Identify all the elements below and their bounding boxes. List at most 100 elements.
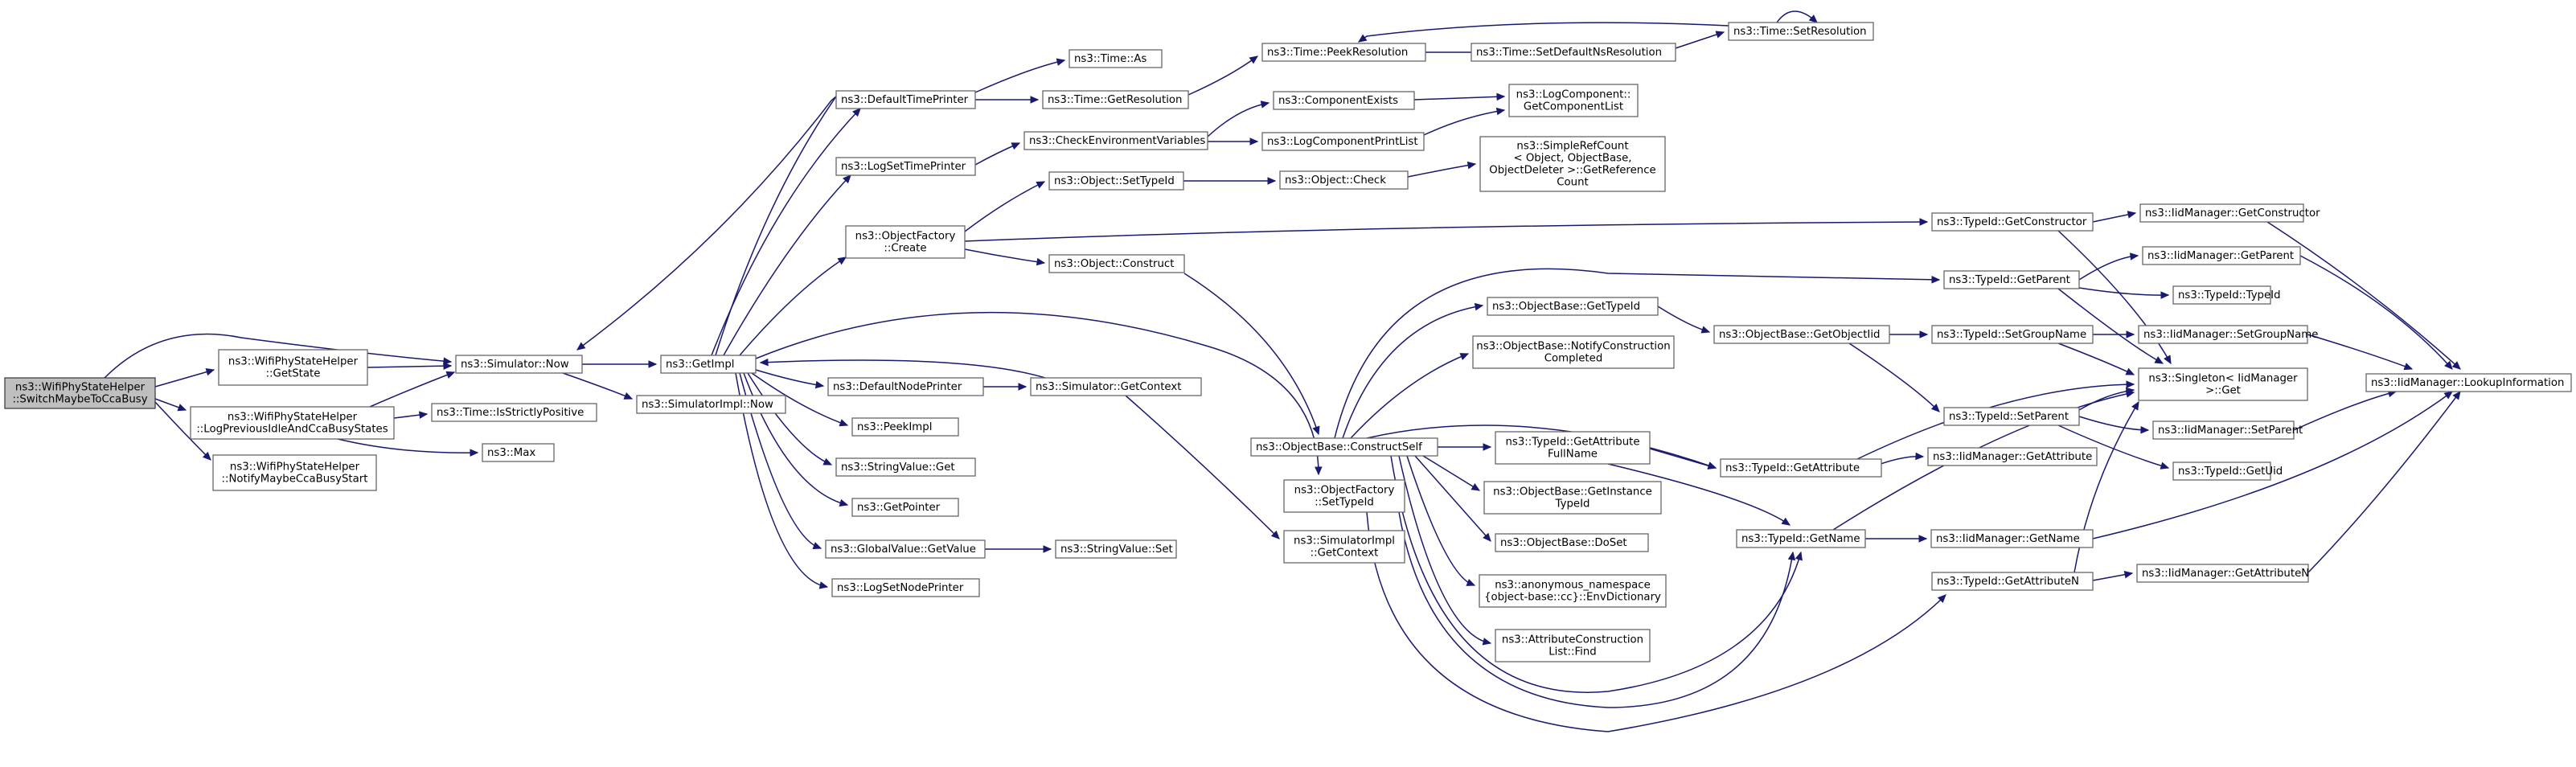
node-globalvalget[interactable]: ns3::GlobalValue::GetValue (825, 539, 986, 559)
node-box (1471, 43, 1676, 62)
arrowhead-iidsetgroupname-to-iidlookupinfo (2403, 363, 2414, 371)
node-box (2138, 325, 2308, 344)
node-peekimpl[interactable]: ns3::PeekImpl (851, 417, 959, 437)
node-box (1943, 407, 2080, 426)
node-box (1728, 22, 1874, 41)
node-objbasegettypeid[interactable]: ns3::ObjectBase::GetTypeId (1487, 297, 1659, 316)
node-box (1930, 529, 2094, 548)
node-typeidsetgroupname[interactable]: ns3::TypeId::SetGroupName (1931, 325, 2094, 344)
node-timegetres[interactable]: ns3::Time::GetResolution (1042, 90, 1189, 109)
node-checkenv[interactable]: ns3::CheckEnvironmentVariables (1023, 131, 1208, 150)
node-label: ns3::Object::Check (1285, 174, 1386, 187)
arrowhead-objbaseconstructself-to-envdict (1466, 579, 1476, 586)
node-objbasenotify[interactable]: ns3::ObjectBase::NotifyConstructionCompl… (1472, 335, 1675, 369)
edge-typeidsetparent-to-singletonget (2078, 389, 2135, 411)
node-notify[interactable]: ns3::WifiPhyStateHelper::NotifyMaybeCcaB… (212, 454, 377, 491)
node-label: ns3::TypeId::SetGroupName (1937, 329, 2086, 341)
node-box (1283, 479, 1405, 513)
node-label: ns3::TypeId::GetConstructor (1937, 216, 2087, 228)
arrowhead-checkenv-to-logcompprintlist (1249, 137, 1259, 146)
node-strictpos[interactable]: ns3::Time::IsStrictlyPositive (431, 403, 597, 422)
node-timesetres[interactable]: ns3::Time::SetResolution (1728, 22, 1874, 41)
arrowhead-timesetres-to-peekres (1357, 34, 1368, 43)
node-typeidgetconstructor[interactable]: ns3::TypeId::GetConstructor (1931, 212, 2094, 232)
edge-checkenv-to-compexists (1207, 102, 1270, 137)
node-typeidgetuid[interactable]: ns3::TypeId::GetUid (2172, 461, 2283, 481)
node-iidsetgroupname[interactable]: ns3::IidManager::SetGroupName (2138, 325, 2318, 344)
node-logsettimeprinter[interactable]: ns3::LogSetTimePrinter (835, 157, 976, 176)
node-getstate[interactable]: ns3::WifiPhyStateHelper::GetState (218, 349, 368, 386)
node-objfactsettypeid[interactable]: ns3::ObjectFactory::SetTypeId (1283, 479, 1405, 513)
node-typeidgetname[interactable]: ns3::TypeId::GetName (1736, 529, 1866, 548)
node-compexists[interactable]: ns3::ComponentExists (1273, 91, 1415, 110)
node-box (660, 355, 757, 374)
edge-typeidgetattrfullname-to-typeidgetname (1607, 463, 1790, 526)
edge-compexists-to-logcompgetlist (1413, 96, 1505, 100)
edge-iidgetname-to-iidlookupinfo (2092, 391, 2453, 539)
node-label: GetComponentList (1524, 101, 1623, 113)
node-simplerefcount[interactable]: ns3::SimpleRefCount< Object, ObjectBase,… (1479, 136, 1666, 192)
node-typeidtypeid[interactable]: ns3::TypeId::TypeId (2172, 285, 2281, 305)
edge-typeidsetparent-to-iidsetparent (2078, 416, 2149, 431)
node-iidgetattributen[interactable]: ns3::IidManager::GetAttributeN (2136, 564, 2309, 583)
node-max[interactable]: ns3::Max (482, 443, 555, 462)
node-peekres[interactable]: ns3::Time::PeekResolution (1261, 43, 1426, 62)
node-logcompprintlist[interactable]: ns3::LogComponentPrintList (1261, 132, 1425, 151)
node-objbasedoset[interactable]: ns3::ObjectBase::DoSet (1495, 533, 1649, 552)
node-iidlookupinfo[interactable]: ns3::IidManager::LookupInformation (2365, 373, 2572, 392)
arrowhead-deftimeprinter-to-timeas (1056, 58, 1066, 66)
edge-typeidsetparent-to-typeidgetuid (2057, 425, 2169, 469)
node-label: ns3::WifiPhyStateHelper (230, 461, 360, 474)
node-strvalget[interactable]: ns3::StringValue::Get (835, 457, 976, 477)
node-objbasegetobjectiid[interactable]: ns3::ObjectBase::GetObjectIid (1713, 325, 1890, 344)
edge-iidgetparent-to-iidlookupinfo (2299, 255, 2453, 370)
node-singletonget[interactable]: ns3::Singleton< IidManager>::Get (2138, 367, 2308, 401)
node-envdict[interactable]: ns3::anonymous_namespace{object-base::cc… (1479, 574, 1667, 608)
node-typeidsetparent[interactable]: ns3::TypeId::SetParent (1943, 407, 2080, 426)
node-box (4, 377, 156, 409)
node-simimplnow[interactable]: ns3::SimulatorImpl::Now (636, 395, 786, 414)
node-label: ns3::TypeId::GetAttributeN (1937, 576, 2079, 588)
node-typeidgetparent[interactable]: ns3::TypeId::GetParent (1943, 270, 2080, 289)
edge-simgetcontext-to-simimplgetcontext (1125, 395, 1280, 539)
node-getimpl[interactable]: ns3::GetImpl (660, 355, 757, 374)
node-iidgetattribute[interactable]: ns3::IidManager::GetAttribute (1927, 447, 2098, 466)
node-typeidgetattribute[interactable]: ns3::TypeId::GetAttribute (1720, 458, 1882, 478)
node-objsettypeid[interactable]: ns3::Object::SetTypeId (1048, 171, 1184, 191)
node-label: List::Find (1548, 646, 1596, 658)
node-iidsetparent[interactable]: ns3::IidManager::SetParent (2152, 420, 2303, 440)
node-logprev[interactable]: ns3::WifiPhyStateHelper::LogPreviousIdle… (190, 406, 395, 440)
node-label: ns3::Object::SetTypeId (1054, 175, 1175, 187)
node-setdefaultns[interactable]: ns3::Time::SetDefaultNsResolution (1471, 43, 1676, 62)
node-deftimeprinter[interactable]: ns3::DefaultTimePrinter (835, 90, 976, 109)
arrowhead-getimpl-to-globalvalget (812, 542, 822, 550)
node-objbaseconstructself[interactable]: ns3::ObjectBase::ConstructSelf (1250, 437, 1438, 457)
node-iidgetname[interactable]: ns3::IidManager::GetName (1930, 529, 2094, 548)
edge-objbaseconstructself-to-typeidgetname (1390, 455, 1802, 693)
node-timeas[interactable]: ns3::Time::As (1069, 49, 1163, 68)
node-objconstruct[interactable]: ns3::Object::Construct (1048, 254, 1185, 273)
node-objfactcreate[interactable]: ns3::ObjectFactory::Create (845, 225, 966, 259)
node-label: < Object, ObjectBase, (1513, 153, 1631, 165)
arrowhead-logprev-to-strictpos (418, 411, 429, 419)
node-strvalset[interactable]: ns3::StringValue::Set (1055, 539, 1177, 559)
node-iidgetconstructor[interactable]: ns3::IidManager::GetConstructor (2139, 203, 2320, 223)
node-logcompgetlist[interactable]: ns3::LogComponent::GetComponentList (1508, 84, 1639, 117)
node-label: ns3::ObjectFactory (1294, 485, 1395, 497)
node-typeidgetattributen[interactable]: ns3::TypeId::GetAttributeN (1931, 572, 2094, 591)
node-box (1931, 572, 2094, 591)
node-simimplgetcontext[interactable]: ns3::SimulatorImpl::GetContext (1283, 530, 1405, 564)
node-defnodeprinter[interactable]: ns3::DefaultNodePrinter (827, 377, 984, 396)
node-logsetnodeprinter[interactable]: ns3::LogSetNodePrinter (831, 578, 980, 597)
node-objcheck[interactable]: ns3::Object::Check (1279, 170, 1409, 190)
node-iidgetparent[interactable]: ns3::IidManager::GetParent (2142, 246, 2301, 265)
node-box (2138, 367, 2308, 401)
node-getpointer[interactable]: ns3::GetPointer (851, 498, 959, 517)
node-label: ns3::LogComponentPrintList (1267, 136, 1418, 148)
node-root[interactable]: ns3::WifiPhyStateHelper::SwitchMaybeToCc… (4, 377, 156, 409)
node-simnow[interactable]: ns3::Simulator::Now (455, 355, 583, 374)
node-simgetcontext[interactable]: ns3::Simulator::GetContext (1030, 377, 1202, 396)
